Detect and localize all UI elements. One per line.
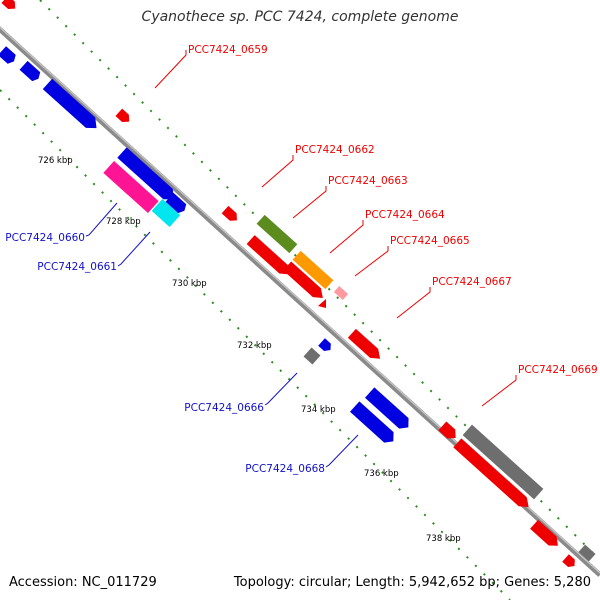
gene-label-0669[interactable]: PCC7424_0669 — [518, 364, 598, 376]
kbp-label-730: 730 kbp — [172, 279, 207, 289]
leader-lines-top — [154, 50, 517, 407]
gene-label-0666[interactable]: PCC7424_0666 — [184, 402, 264, 414]
leader-line-0660 — [85, 202, 118, 237]
kbp-label-738: 738 kbp — [426, 534, 461, 544]
gene-arrow-red-b[interactable] — [283, 261, 327, 302]
gene-arrow-0668-b[interactable] — [364, 387, 413, 432]
leader-line-0668 — [325, 434, 359, 468]
gene-labels-bottom: PCC7424_0660 PCC7424_0661 PCC7424_0666 P… — [5, 232, 325, 475]
kbp-label-736: 736 kbp — [364, 469, 399, 479]
gene-label-0659[interactable]: PCC7424_0659 — [188, 44, 268, 56]
map-title: Cyanothece sp. PCC 7424, complete genome — [141, 9, 459, 25]
gene-label-0663[interactable]: PCC7424_0663 — [328, 175, 408, 187]
gene-arrow-0659[interactable] — [115, 108, 132, 126]
gene-label-0665[interactable]: PCC7424_0665 — [390, 235, 470, 247]
gene-label-0661[interactable]: PCC7424_0661 — [37, 261, 117, 273]
kbp-label-726: 726 kbp — [38, 156, 73, 166]
leader-line-0666 — [264, 372, 298, 406]
leader-line-0662 — [261, 155, 294, 188]
topology-text: Topology: circular; Length: 5,942,652 bp… — [233, 575, 591, 590]
leader-line-0665 — [354, 246, 389, 277]
gene-arrow-red-tip[interactable] — [318, 299, 326, 308]
kbp-label-732: 732 kbp — [237, 341, 272, 351]
gene-arrow-0662[interactable] — [221, 205, 241, 224]
leader-line-0663 — [292, 186, 327, 219]
gene-arrow-0666-blue[interactable] — [318, 338, 334, 353]
leader-line-0667 — [396, 287, 431, 319]
kbp-label-734: 734 kbp — [301, 405, 336, 415]
gene-arrow-red-long[interactable] — [453, 438, 532, 511]
gene-arrow-far-red[interactable] — [562, 554, 578, 569]
gene-arrow-0667[interactable] — [347, 328, 384, 363]
gene-arrow-0660[interactable] — [103, 160, 159, 214]
gene-arrow-0666-gray[interactable] — [303, 347, 321, 365]
leader-line-0661 — [117, 231, 151, 267]
gene-label-0662[interactable]: PCC7424_0662 — [295, 144, 375, 156]
gene-label-0667[interactable]: PCC7424_0667 — [432, 276, 512, 288]
gene-label-0668[interactable]: PCC7424_0668 — [245, 463, 325, 475]
leader-line-0669 — [481, 375, 517, 407]
kbp-labels: 726 kbp 728 kbp 730 kbp 732 kbp 734 kbp … — [38, 156, 461, 544]
gene-arrow-0665[interactable] — [333, 286, 349, 300]
gene-arrow-blue-a[interactable] — [0, 46, 18, 66]
gene-arrow-red-c[interactable] — [438, 421, 459, 443]
gene-arrow-blue-d[interactable] — [117, 147, 178, 204]
gene-arrow-0668-a[interactable] — [349, 401, 398, 446]
gene-arrow-red-d[interactable] — [530, 519, 562, 550]
gene-arrow-0663[interactable] — [256, 214, 298, 254]
gene-arrow-far-gray[interactable] — [578, 544, 596, 562]
reverse-strand-genes — [0, 0, 413, 446]
leader-line-0659 — [154, 50, 187, 89]
gene-arrow-blue-c[interactable] — [42, 78, 101, 134]
gene-arrow-blue-b[interactable] — [19, 60, 43, 83]
gene-arrow-0664[interactable] — [292, 250, 334, 290]
inner-tick-track — [0, 89, 511, 600]
accession-text: Accession: NC_011729 — [9, 575, 157, 590]
gene-labels-top: PCC7424_0659 PCC7424_0662 PCC7424_0663 P… — [188, 44, 598, 376]
gene-label-0664[interactable]: PCC7424_0664 — [365, 209, 445, 221]
forward-strand-genes — [115, 108, 596, 569]
gene-arrow-top-left[interactable] — [1, 0, 18, 12]
gene-label-0660[interactable]: PCC7424_0660 — [5, 232, 85, 244]
gene-arrow-0661[interactable] — [151, 199, 181, 227]
gene-arrow-0669[interactable] — [462, 424, 544, 500]
leader-line-0664 — [329, 220, 364, 254]
strand-red-genes — [246, 235, 562, 550]
gene-arrow-red-a[interactable] — [246, 235, 294, 279]
gene-arrow-blue-e[interactable] — [165, 192, 189, 215]
kbp-label-728: 728 kbp — [106, 217, 141, 227]
leader-lines-bottom — [85, 202, 359, 468]
